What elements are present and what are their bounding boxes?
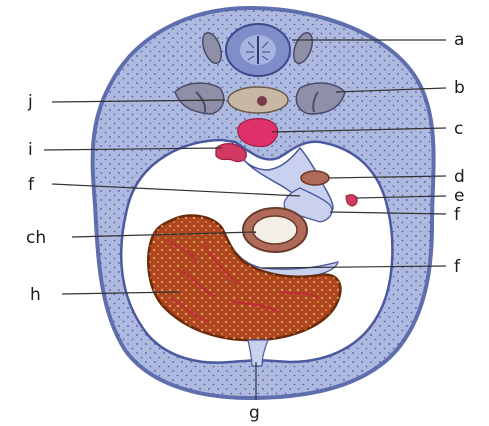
notochord xyxy=(228,87,288,113)
label-h: h xyxy=(30,285,41,305)
label-g: g xyxy=(249,403,260,423)
label-a: a xyxy=(454,30,464,50)
gut-tube xyxy=(243,208,307,252)
label-j: j xyxy=(27,92,33,112)
label-e: e xyxy=(454,186,464,206)
dorsal-aorta xyxy=(238,119,278,147)
structure-e xyxy=(346,195,357,206)
structure-d xyxy=(301,171,329,185)
label-f-left: f xyxy=(28,175,35,195)
label-i: i xyxy=(28,140,33,160)
label-c: c xyxy=(454,119,463,139)
label-f-upper: f xyxy=(454,205,461,225)
label-b: b xyxy=(454,78,465,98)
label-d: d xyxy=(454,167,465,187)
label-ch: ch xyxy=(26,228,46,248)
neural-tube xyxy=(226,24,290,76)
label-f-lower: f xyxy=(454,257,461,277)
